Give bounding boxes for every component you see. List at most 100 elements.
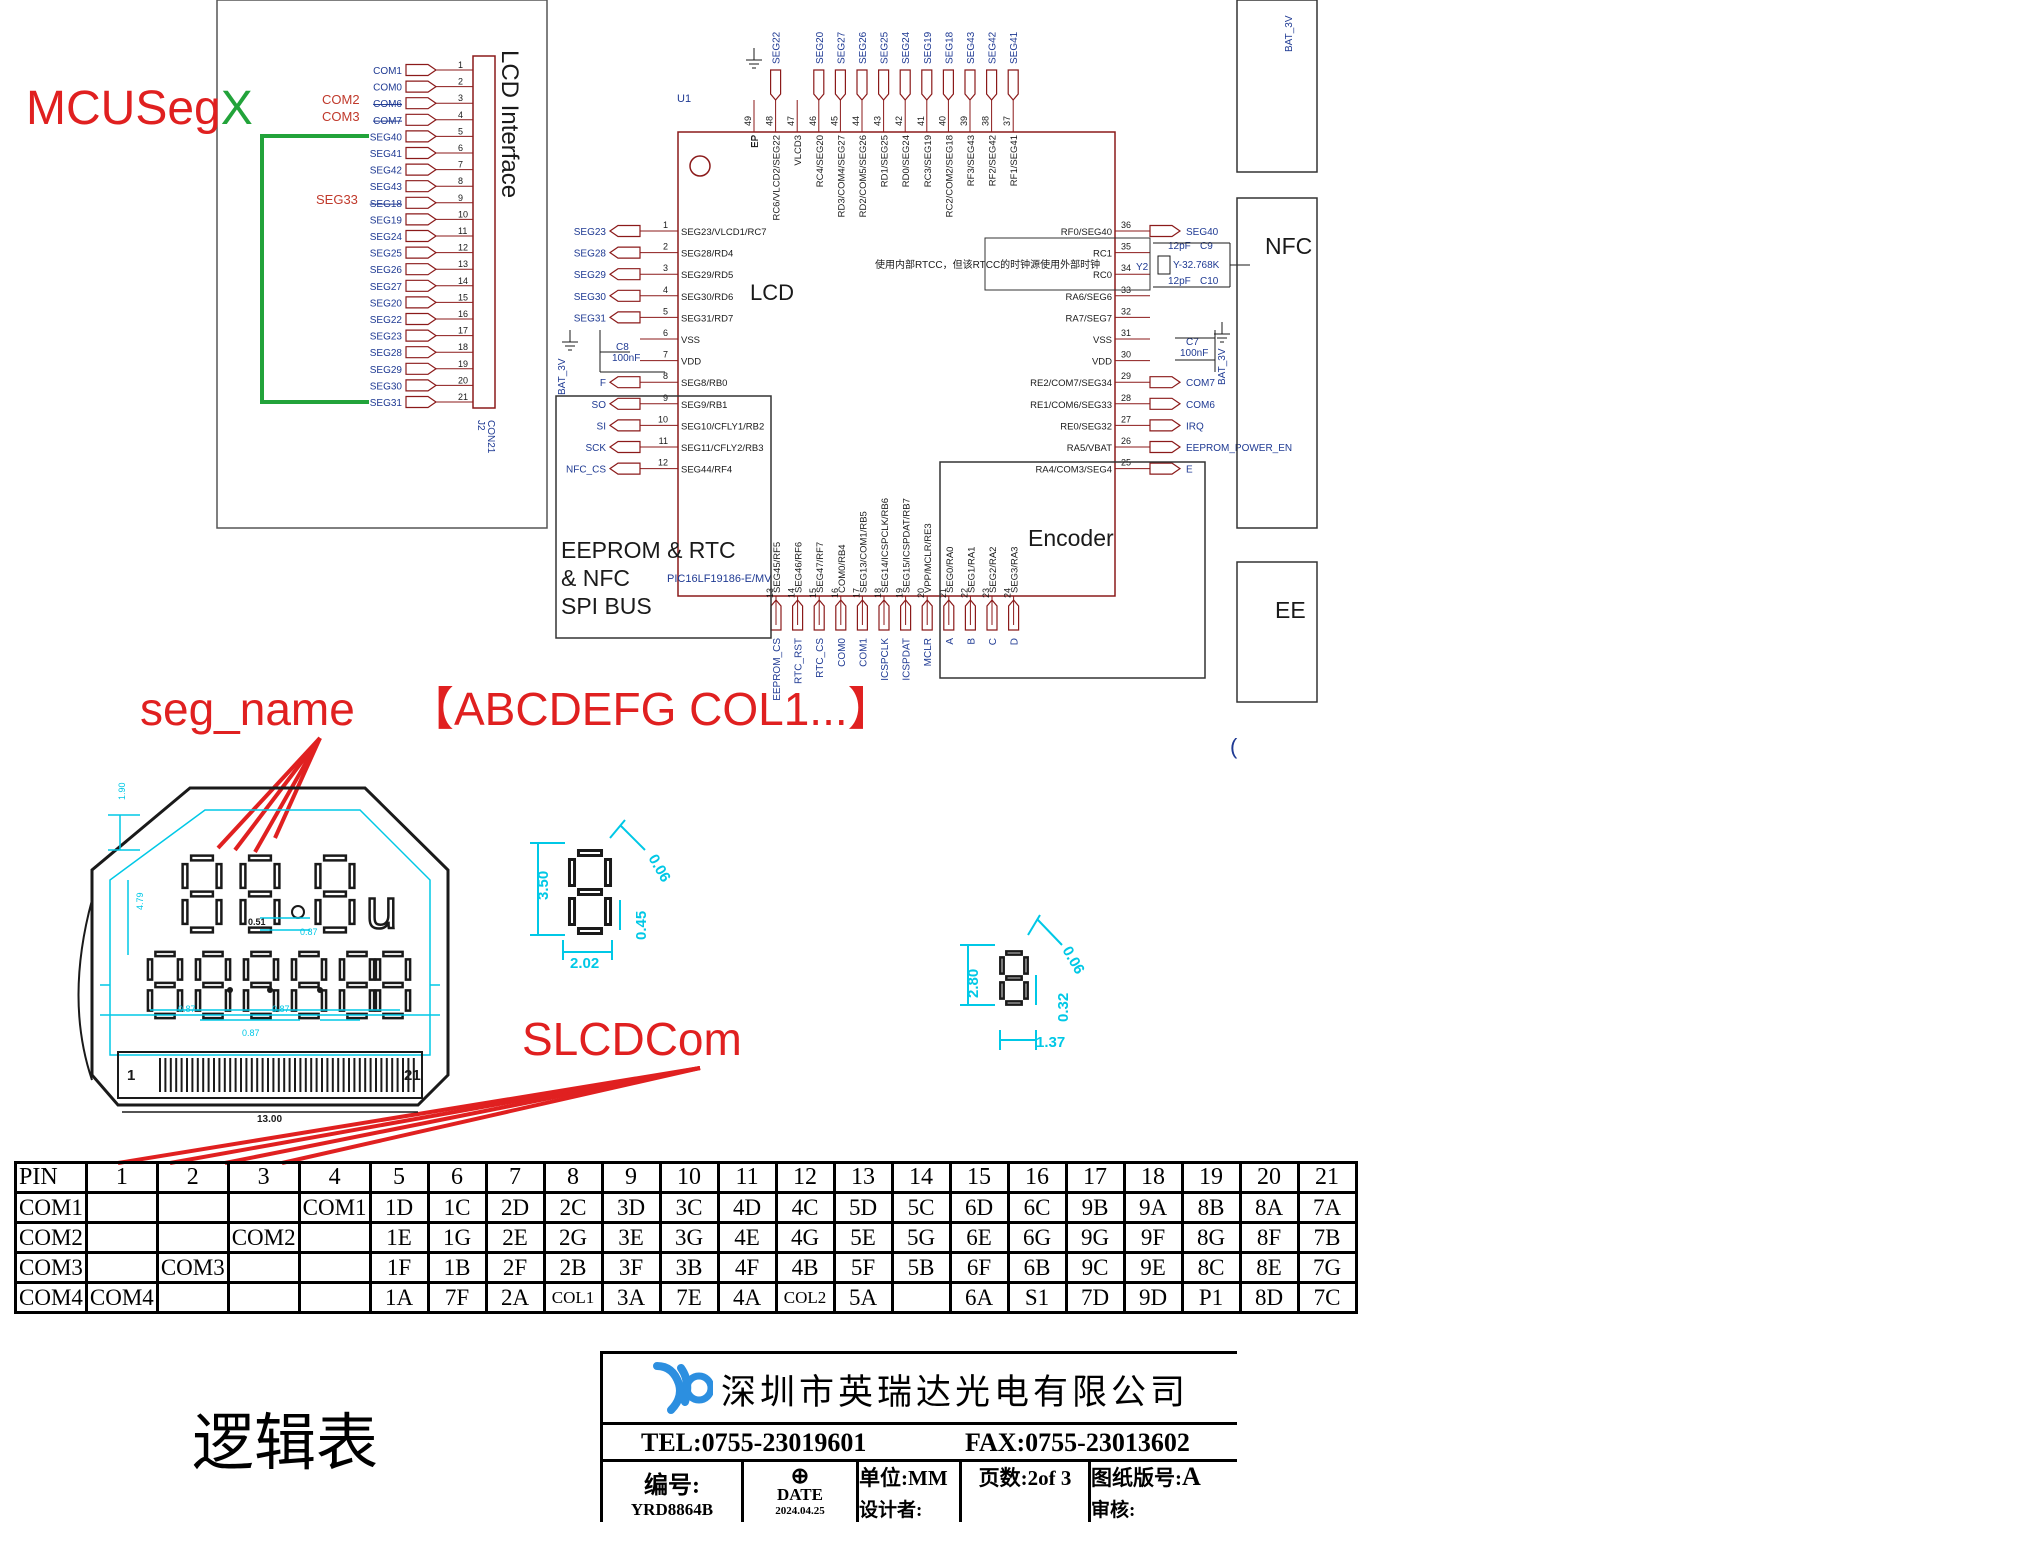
mcu-part: PIC16LF19186-E/MV	[667, 573, 772, 585]
connector-net-label: SEG23	[370, 332, 403, 343]
pin-table-cell: 2A	[484, 1281, 546, 1314]
mcu-pin-name: RD2/COM5/SEG26	[858, 135, 869, 217]
pin-table-cell: 8	[542, 1161, 604, 1194]
mcu-pin-number: 15	[808, 588, 818, 598]
green-bracket	[260, 134, 369, 404]
crystal-ref: Y2	[1136, 262, 1149, 273]
mcu-pin-number: 12	[658, 458, 668, 468]
mcu-pin-name: RC4/SEG20	[815, 135, 826, 187]
lcd-pin-strip	[117, 1051, 423, 1099]
page-label: 页数:2of 3	[978, 1466, 1072, 1490]
mcu-pin-name: RF0/SEG40	[1061, 227, 1112, 238]
date-label: DATE	[777, 1485, 823, 1504]
pin-table-cell: 9A	[1122, 1191, 1184, 1224]
lcd-dim-4: 0.87	[272, 1004, 290, 1014]
mcu-pin-name: RC3/SEG19	[923, 135, 934, 187]
lcd-dim-6: 4.79	[135, 892, 145, 910]
connector-net-flag	[405, 279, 438, 292]
lcd-outline-drawing: u 1 21 13.00 0.51 0.87 0.87 0.87 0.87 4.…	[77, 782, 450, 1125]
pin-table-cell: 5	[368, 1161, 430, 1194]
pin-table-cell: 6E	[948, 1221, 1010, 1254]
connector-pin-number: 7	[458, 160, 463, 170]
small-digit-stroke: 0.32	[1055, 993, 1072, 1022]
pin-table-cell: 4	[297, 1161, 372, 1194]
connector-note-seg33: SEG33	[316, 192, 358, 207]
pin-table-cell: 1F	[368, 1251, 430, 1284]
bat-label-right: BAT_3V	[1217, 348, 1228, 385]
connector-net-label: SEG31	[370, 398, 403, 409]
mcu-net-flag	[878, 69, 890, 101]
pin-table-cell: 6B	[1006, 1251, 1068, 1284]
connector-net-label: SEG41	[370, 149, 403, 160]
mcu-pin-name: RD1/SEG25	[880, 135, 891, 187]
mcu-pin-number: 11	[659, 436, 668, 446]
mcu-pin-name: VSS	[1093, 335, 1112, 346]
pin-table-cell: 5F	[832, 1251, 894, 1284]
nfc-label: NFC	[1265, 233, 1312, 259]
pin-table-cell: 12	[774, 1161, 836, 1194]
pin-table-cell: 9C	[1064, 1251, 1126, 1284]
connector-pin-number: 11	[458, 226, 467, 236]
mcu-net-flag	[900, 599, 912, 631]
pin-table-cell: 4G	[774, 1221, 836, 1254]
mcu-net-label: SEG42	[988, 31, 999, 64]
mcu-pin-name: RF3/SEG43	[966, 135, 977, 186]
connector-pin-number: 21	[458, 392, 468, 402]
pin-table-cell: 9B	[1064, 1191, 1126, 1224]
mcu-net-label: SEG28	[574, 249, 607, 260]
pin-table-cell: 9E	[1122, 1251, 1184, 1284]
pin-table-cell: COL2	[774, 1281, 836, 1314]
mcu-pin-number: 13	[765, 588, 775, 598]
mcu-pin-number: 31	[1121, 328, 1131, 338]
mcu-net-flag	[608, 462, 641, 475]
pin-table-cell: 1	[84, 1161, 159, 1194]
connector-net-label: SEG24	[370, 232, 403, 243]
cap-c10-ref: C10	[1200, 276, 1219, 287]
pin-table-cell: COM4	[84, 1281, 159, 1314]
mcu-pin-number: 43	[873, 116, 883, 126]
mcu-net-label: SI	[597, 421, 606, 432]
slcdcom-annotation: SLCDCom	[522, 1013, 742, 1065]
blue-mark: (	[1230, 734, 1238, 759]
pin-table-cell: 1B	[426, 1251, 488, 1284]
mcu-pin-name: RA6/SEG6	[1066, 292, 1112, 303]
mcu-net-label: IRQ	[1186, 421, 1204, 432]
mcu-pin-name: VDD	[681, 357, 701, 368]
mcu-pin-name: SEG8/RB0	[681, 378, 727, 389]
pin-table-cell: 1G	[426, 1221, 488, 1254]
mcu-pin-name: RE2/COM7/SEG34	[1030, 378, 1112, 389]
connector-pin-number: 5	[458, 126, 463, 136]
pin-table-cell	[155, 1281, 230, 1314]
mcu-pin-number: 47	[786, 116, 796, 126]
mcu-pin-name: RD3/COM4/SEG27	[836, 135, 847, 217]
mcu-net-flag	[608, 440, 641, 454]
connector-net-flag	[405, 296, 438, 309]
mcu-net-label: COM7	[1186, 378, 1215, 389]
crystal-value: Y-32.768K	[1173, 260, 1220, 271]
connector-net-flag	[405, 346, 438, 359]
lcd-pin1-label: 1	[127, 1067, 135, 1084]
pin-table-cell: 9G	[1064, 1221, 1126, 1254]
mcu-pin-number: 40	[937, 116, 947, 126]
connector-net-flag	[405, 180, 438, 193]
mcu-pin-number: 32	[1121, 306, 1131, 316]
mcu-pin-number: 30	[1121, 350, 1131, 360]
pin-table-cell: COM2	[226, 1221, 301, 1254]
connector-net-label: SEG42	[370, 166, 403, 177]
mcu-pin-name: RF1/SEG41	[1009, 135, 1020, 186]
mcu-net-label: D	[1010, 638, 1021, 645]
mcu-net-label: F	[600, 378, 606, 389]
mcu-pin-number: 45	[829, 116, 839, 126]
pin-table-cell: 5E	[832, 1221, 894, 1254]
pin-table-cell: 6C	[1006, 1191, 1068, 1224]
mcu-net-label: SEG25	[880, 31, 891, 64]
mcu-net-label: SEG18	[944, 31, 955, 64]
mcu-pin-name: SEG23/VLCD1/RC7	[681, 227, 767, 238]
reviewer-label: 审核:	[1091, 1500, 1136, 1521]
mcu-pin-name: SEG14/ICSPCLK/RB6	[880, 498, 891, 593]
eeprom-label-1: EEPROM & RTC	[561, 537, 736, 563]
connector-ref: J2	[475, 420, 486, 431]
pin-table-cell: 19	[1180, 1161, 1242, 1194]
pin-table-cell: 13	[832, 1161, 894, 1194]
connector-net-flag	[405, 263, 438, 276]
